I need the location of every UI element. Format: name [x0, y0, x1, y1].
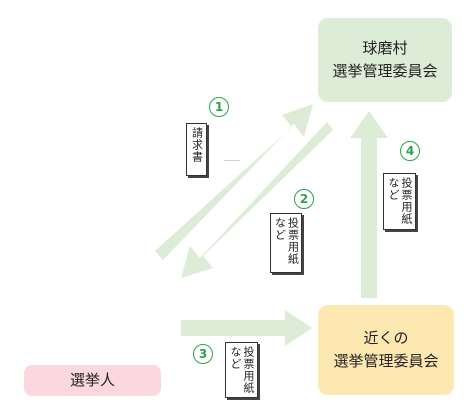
tag-2-sub: など — [273, 217, 287, 241]
step-number-1: 1 — [209, 97, 229, 117]
step-number-3: 3 — [193, 344, 213, 364]
arrow-request — [155, 104, 313, 260]
tag-3-main: 投票用紙 — [242, 346, 255, 394]
arrow-ballot-send — [181, 310, 312, 346]
tag-3-sub: など — [229, 346, 242, 370]
box-bottom-line2: 選挙管理委員会 — [333, 352, 439, 370]
box-top-line1: 球磨村 — [362, 39, 408, 57]
tag-ballot-4: 投票用紙 など — [383, 173, 416, 230]
arrow-ballot-forward — [350, 111, 388, 298]
kuma-village-election-committee: 球磨村 選挙管理委員会 — [318, 18, 452, 102]
nearby-election-committee: 近くの 選挙管理委員会 — [318, 305, 454, 395]
voter-box: 選挙人 — [24, 365, 161, 396]
tag-4-sub: など — [387, 177, 400, 201]
tag-4-main: 投票用紙 — [400, 177, 413, 225]
divider-line — [224, 160, 240, 161]
tag-request-form: 請求書 — [186, 123, 207, 176]
tag-ballot-2: 投票用紙 など — [270, 213, 302, 273]
box-bottom-line1: 近くの — [363, 329, 409, 347]
tag-ballot-3: 投票用紙 など — [225, 342, 258, 398]
step-number-2: 2 — [294, 189, 314, 209]
tag-2-main: 投票用紙 — [286, 217, 300, 265]
arrow-ballot-return — [181, 122, 333, 278]
voter-label: 選挙人 — [69, 371, 115, 389]
box-top-line2: 選挙管理委員会 — [332, 62, 438, 80]
tag-1-main: 請求書 — [190, 127, 204, 163]
step-number-4: 4 — [400, 141, 420, 161]
